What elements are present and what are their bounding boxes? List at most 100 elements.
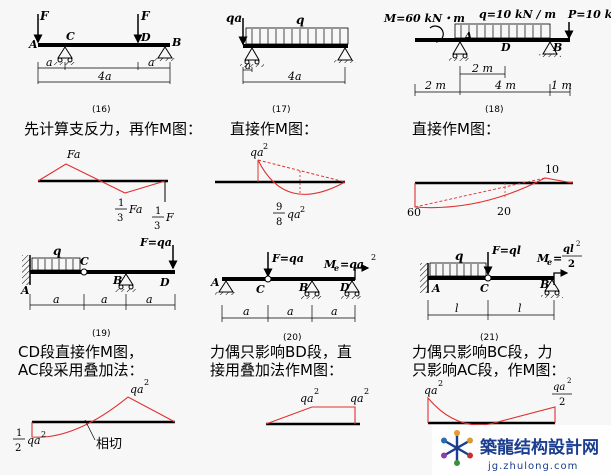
frac-2: 2 [15, 443, 21, 454]
load-q: q=10 kN / m [479, 8, 556, 21]
moment-left-qa2: qa [250, 146, 264, 159]
dim-a-left: a [46, 56, 53, 69]
hinge-c [80, 268, 88, 276]
sup-2b: 2 [41, 430, 46, 439]
label-C: C [256, 283, 265, 296]
sup-2b: 2 [364, 387, 369, 396]
load-F: F=qa [139, 236, 172, 249]
dim-a-2: a [287, 305, 294, 318]
label-A: A [20, 284, 30, 297]
beam [415, 38, 570, 42]
load-Me-val: =qa [340, 258, 364, 271]
beam-diagram-18: M=60 kN・m q=10 kN / m P=10 kN A D B [383, 8, 611, 96]
dim-a-1: a [53, 293, 60, 306]
dim-l-1: l [455, 302, 459, 315]
problem-number-19: (19) [92, 329, 110, 339]
load-Me: M [536, 252, 550, 265]
moment-diagram-20: qa 2 qa 2 [265, 387, 369, 426]
frac-num-2: 1 [155, 206, 161, 217]
moment-third-F: F [165, 211, 174, 224]
frac-9: 9 [276, 202, 282, 213]
beam [38, 43, 170, 47]
load-qa: qa [226, 11, 242, 25]
load-q: q [455, 249, 463, 263]
dim-4m: 4 m [494, 79, 516, 92]
caption-20-line2: 接用叠加法作M图： [210, 361, 343, 379]
caption-16: 先计算支反力，再作M图： [24, 120, 202, 138]
moment-parabola [257, 159, 346, 195]
problem-17: qa q a 4a (17) 直接作M图： [215, 11, 356, 228]
dim-1m: 1 m [551, 79, 572, 92]
label-B: B [552, 41, 562, 54]
beam [30, 270, 175, 274]
moment-curve [31, 396, 176, 438]
moment-diagram-16: Fa 1 3 Fa 1 3 F [37, 148, 174, 232]
dim-a-2: a [101, 293, 108, 306]
moment-diagram-18: 10 60 20 [407, 163, 574, 219]
load-Me-den: 2 [568, 259, 575, 270]
label-D: D [339, 281, 350, 294]
dim-a-3: a [331, 305, 338, 318]
sup-2: 2 [576, 240, 580, 248]
dim-a-right: a [148, 56, 155, 69]
sup-2: 2 [371, 253, 376, 262]
moment-diagram-17: qa 2 9 8 qa 2 [215, 142, 346, 228]
problem-number-18: (18) [485, 105, 503, 115]
moment-third-Fa: Fa [128, 203, 142, 216]
problem-number-20: (20) [283, 333, 301, 343]
load-M: M=60 kN・m [383, 12, 465, 25]
moment-curve [414, 177, 574, 209]
moment-diagram-19: qa 2 1 2 qa 2 相切 [13, 378, 176, 454]
label-B: B [112, 274, 122, 287]
label-A: A [463, 30, 473, 43]
beam-diagram-21: q F=ql M e = ql 2 2 A C B l l [420, 240, 582, 320]
moment-right-num: qa [553, 382, 565, 393]
caption-18: 直接作M图： [412, 120, 500, 138]
watermark-url: jg.zhulong.com [487, 461, 578, 472]
moment-curve [265, 406, 356, 425]
load-Me-sub: e [334, 263, 339, 273]
moment-chord [414, 177, 546, 208]
dim-a: a [245, 61, 251, 72]
value-60: 60 [407, 206, 421, 219]
snowflake-logo-icon [441, 430, 473, 466]
moment-peak-Fa: Fa [66, 148, 80, 161]
frac-8: 8 [276, 217, 282, 228]
sup-2b: 2 [567, 377, 571, 385]
watermark-title: 築龍结构設計网 [479, 437, 599, 458]
label-B: B [171, 36, 181, 49]
caption-20-line1: 力偶只影响BD段，直 [210, 343, 352, 361]
couple-arrow [553, 269, 569, 285]
moment-qa2-mid: qa [300, 392, 314, 405]
load-Me: M [323, 258, 337, 271]
moment-diagram-21: qa 2 qa 2 2 [424, 377, 572, 426]
label-D: D [140, 31, 151, 44]
label-A: A [210, 276, 220, 289]
label-B: B [298, 281, 308, 294]
distributed-load [245, 27, 349, 45]
caption-19-line1: CD段直接作M图， [18, 343, 143, 361]
beam [222, 277, 355, 281]
moment-qa2-right: qa [350, 392, 364, 405]
load-q: q [53, 244, 61, 258]
moment-curve [427, 396, 556, 426]
dim-4a: 4a [287, 70, 302, 83]
dim-2m: 2 m [424, 79, 446, 92]
dim-4a: 4a [97, 70, 112, 83]
label-C: C [480, 282, 489, 295]
problem-number-17: (17) [272, 105, 290, 115]
problem-19: q F=qa A C B D a a a (19) CD段直接作M图， AC段采… [13, 236, 178, 454]
value-20: 20 [497, 205, 511, 218]
caption-21-line2: 只影响AC段，作M图： [412, 361, 565, 379]
sup-2: 2 [438, 379, 443, 388]
caption-19-line2: AC段采用叠加法： [18, 361, 143, 379]
moment-right-den: 2 [559, 397, 565, 408]
beam-diagram-19: q F=qa A C B D a a a [20, 236, 178, 310]
sup-2: 2 [144, 378, 149, 387]
couple-arrow [354, 264, 370, 280]
dim-a-1: a [243, 305, 250, 318]
load-q: q [296, 13, 304, 27]
sup-2: 2 [314, 387, 319, 396]
sup-2: 2 [263, 142, 268, 151]
caption-17: 直接作M图： [230, 120, 318, 138]
